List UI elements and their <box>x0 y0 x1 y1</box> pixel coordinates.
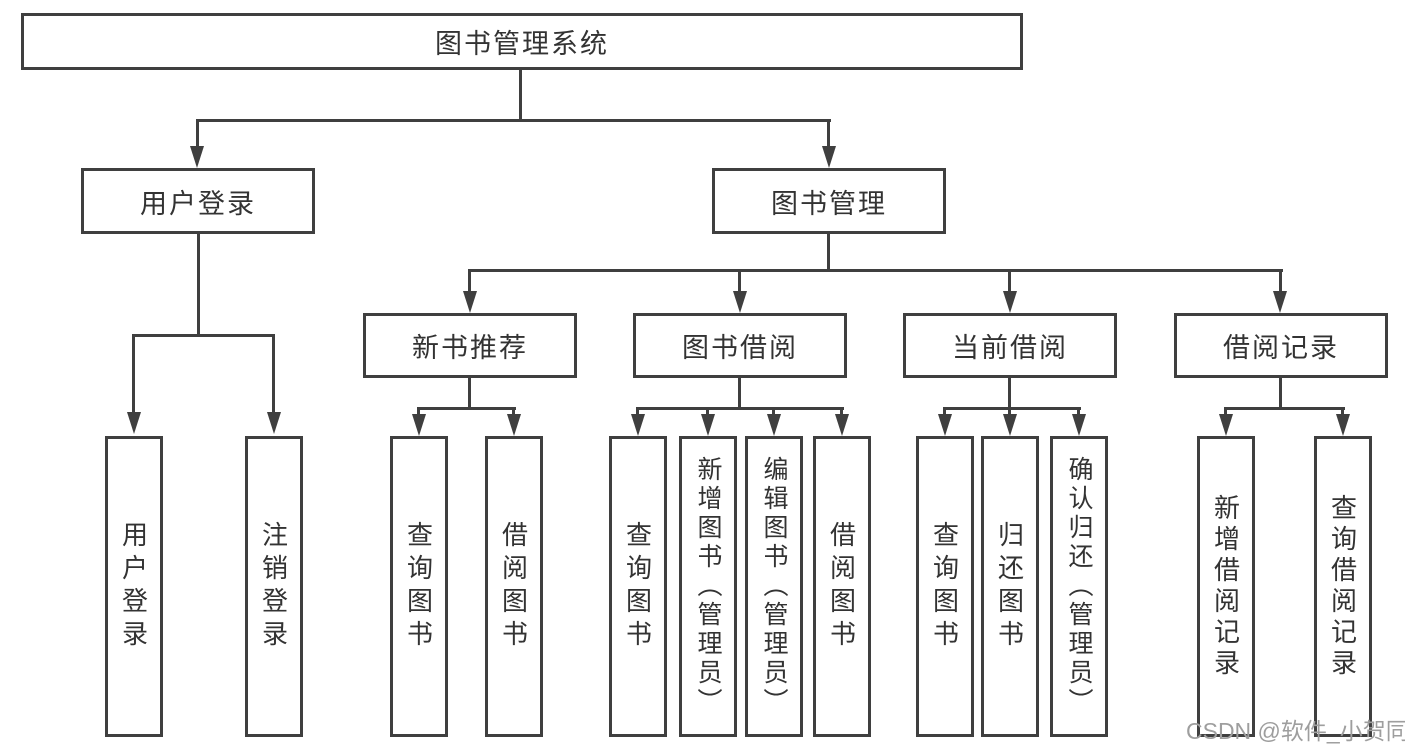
arrow-down-icon <box>938 414 952 436</box>
arrow-down-icon <box>267 412 281 434</box>
node-borrow-edit-admin: 编辑图书（管理员） <box>745 436 803 737</box>
arrow-down-icon <box>1072 414 1086 436</box>
node-borrow-add-admin: 新增图书（管理员） <box>679 436 737 737</box>
arrow-down-icon <box>631 414 645 436</box>
node-book-management: 图书管理 <box>712 168 946 234</box>
node-user-login: 用户登录 <box>81 168 315 234</box>
node-records-add: 新增借阅记录 <box>1197 436 1255 737</box>
arrow-down-icon <box>733 291 747 313</box>
arrow-down-icon <box>835 414 849 436</box>
arrow-down-icon <box>822 146 836 168</box>
arrow-down-icon <box>190 146 204 168</box>
node-borrow-query: 查询图书 <box>609 436 667 737</box>
node-borrow-records: 借阅记录 <box>1174 313 1388 378</box>
node-current-query: 查询图书 <box>916 436 974 737</box>
arrow-down-icon <box>767 414 781 436</box>
node-book-borrow: 图书借阅 <box>633 313 847 378</box>
node-logout: 注销登录 <box>245 436 303 737</box>
csdn-watermark: CSDN @软件_小贺同学 <box>1186 718 1405 744</box>
node-current-confirm-admin: 确认归还（管理员） <box>1050 436 1108 737</box>
node-user-login-leaf: 用户登录 <box>105 436 163 737</box>
arrow-down-icon <box>1336 414 1350 436</box>
arrow-down-icon <box>1003 291 1017 313</box>
arrow-down-icon <box>1219 414 1233 436</box>
node-records-query: 查询借阅记录 <box>1314 436 1372 737</box>
node-root: 图书管理系统 <box>21 13 1023 70</box>
node-current-return: 归还图书 <box>981 436 1039 737</box>
node-current-borrow: 当前借阅 <box>903 313 1117 378</box>
node-new-books: 新书推荐 <box>363 313 577 378</box>
arrow-down-icon <box>701 414 715 436</box>
arrow-down-icon <box>507 414 521 436</box>
arrow-down-icon <box>463 291 477 313</box>
node-borrow-borrow: 借阅图书 <box>813 436 871 737</box>
arrow-down-icon <box>1003 414 1017 436</box>
arrow-down-icon <box>412 414 426 436</box>
node-newbooks-query: 查询图书 <box>390 436 448 737</box>
arrow-down-icon <box>127 412 141 434</box>
node-newbooks-borrow: 借阅图书 <box>485 436 543 737</box>
arrow-down-icon <box>1273 291 1287 313</box>
